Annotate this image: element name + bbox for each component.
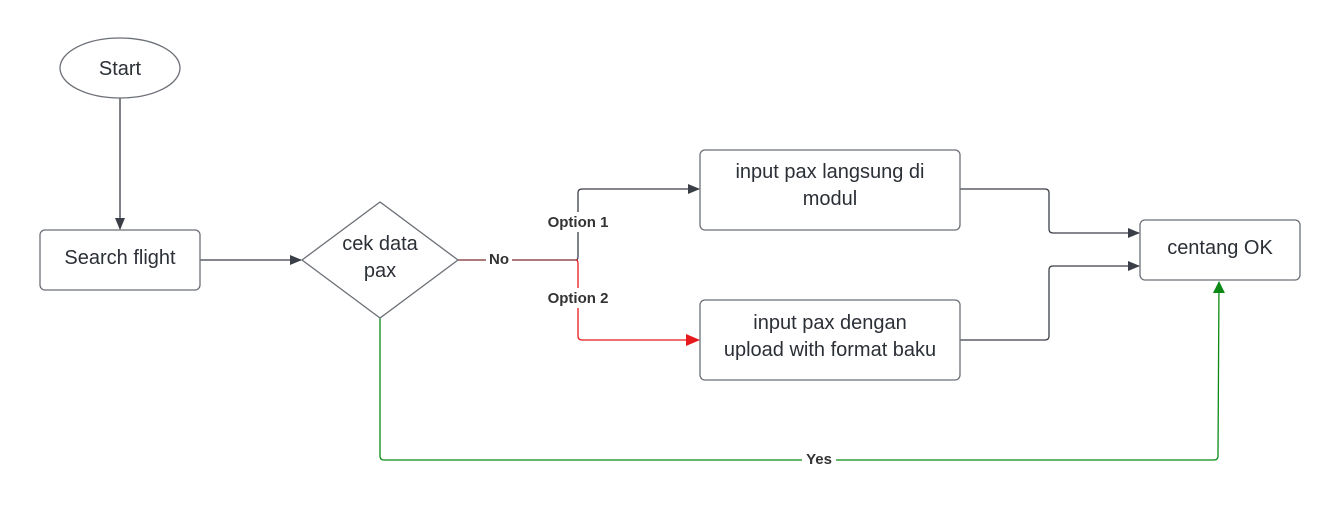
node-cek-data-pax[interactable]: cek data pax [301, 201, 459, 319]
node-input-langsung-line2: modul [803, 188, 857, 210]
node-input-upload-line1: input pax dengan [753, 312, 906, 334]
edge-label-no: No [489, 251, 509, 268]
node-centang-ok[interactable]: centang OK [1139, 219, 1301, 281]
edge-option1 [575, 184, 700, 261]
node-input-langsung-line1: input pax langsung di [735, 161, 924, 183]
node-search-flight[interactable]: Search flight [39, 229, 201, 291]
node-cek-data-pax-line2: pax [364, 260, 396, 282]
node-input-upload[interactable]: input pax dengan upload with format baku [699, 299, 961, 381]
edge-label-yes: Yes [806, 451, 832, 468]
node-cek-data-pax-line1: cek data [342, 233, 418, 255]
edge-label-option1: Option 1 [548, 214, 609, 231]
node-centang-ok-label: centang OK [1167, 237, 1273, 259]
edge-option2 [575, 259, 700, 346]
node-input-upload-line2: upload with format baku [724, 339, 936, 361]
node-search-flight-label: Search flight [64, 247, 176, 269]
node-start-label: Start [99, 58, 142, 80]
edge-upload-to-ok [960, 261, 1140, 341]
edge-yes [379, 281, 1225, 461]
edge-label-option2: Option 2 [548, 290, 609, 307]
node-start[interactable]: Start [59, 37, 181, 99]
edge-langsung-to-ok [960, 188, 1140, 238]
node-input-langsung[interactable]: input pax langsung di modul [699, 149, 961, 231]
